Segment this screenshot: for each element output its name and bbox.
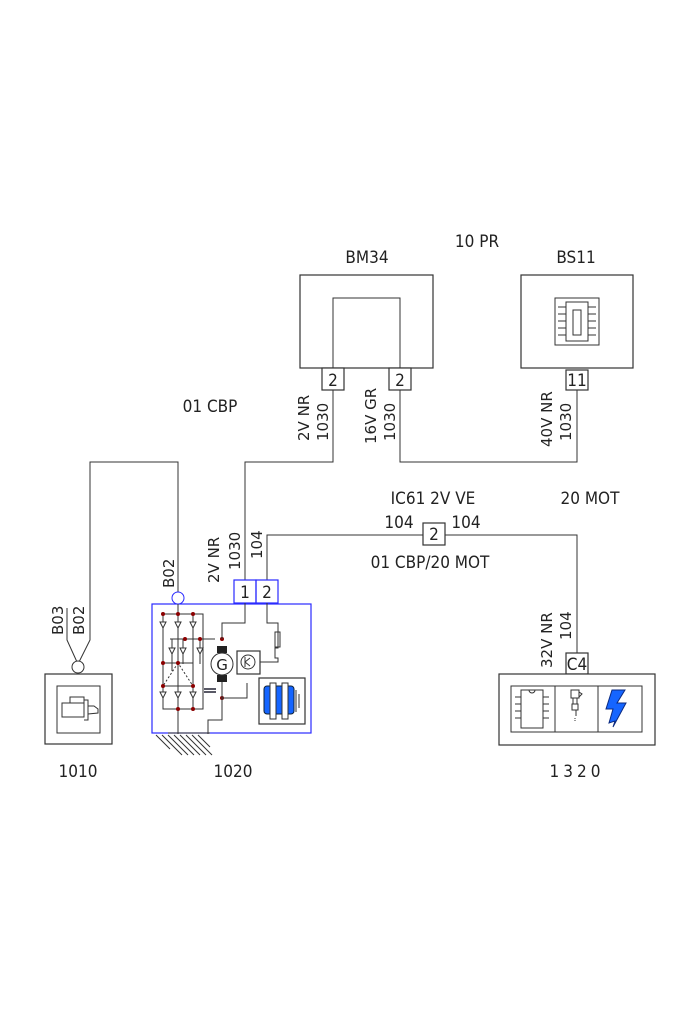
alternator-pin-2-label: 2: [262, 583, 272, 603]
wire-bm34-to-1020: [244, 390, 334, 580]
generator-letter: G: [216, 656, 228, 674]
label-ic61: IC61 2V VE: [391, 489, 476, 509]
wire-104-left-label: 104: [384, 513, 413, 533]
bm34-pin-b: [388, 367, 412, 391]
injector-icon: [570, 689, 583, 722]
wire-label-color: 2V NR: [295, 395, 313, 441]
label-01-cbp-20-mot: 01 CBP/20 MOT: [371, 553, 490, 573]
b02-label: B02: [160, 559, 178, 588]
wire-label-num: 104: [248, 530, 266, 559]
rectifier-bridge-icon: [159, 604, 224, 734]
label-1020: 1020: [214, 762, 253, 782]
alternator-1020: 1 2 G: [151, 579, 312, 756]
label-1320: 1320: [550, 762, 605, 782]
bm34-pin-b-label: 2: [395, 371, 405, 391]
wire-104-left: [266, 534, 423, 580]
b03-label: B03: [49, 606, 67, 635]
label-bs11: BS11: [556, 248, 595, 268]
wire-label-num: 1030: [557, 403, 575, 441]
label-10-pr: 10 PR: [455, 232, 500, 252]
wire-label-color: 2V NR: [205, 537, 223, 583]
wire-b02-starter: [78, 461, 179, 663]
label-20-mot: 20 MOT: [561, 489, 621, 509]
starter-terminal: [71, 660, 85, 674]
wire-104-right-label: 104: [451, 513, 480, 533]
wire-b03-starter: [66, 608, 78, 663]
chip-icon: [515, 689, 549, 729]
wire-104-right: [445, 534, 578, 653]
wires: [66, 390, 578, 663]
starter-motor-icon: [61, 696, 99, 721]
chip-icon: [554, 297, 600, 346]
ground-symbol: [155, 732, 213, 756]
wire-label-num: 1030: [381, 403, 399, 441]
wire-label-num: 104: [557, 611, 575, 640]
starter-1010: [44, 660, 113, 745]
wire-label-num: 1030: [226, 532, 244, 570]
wire-bm34-to-bs11: [399, 390, 578, 463]
alternator-icon: [258, 677, 306, 725]
generator-icon: G: [207, 603, 248, 734]
label-01-cbp: 01 CBP: [183, 397, 238, 417]
bm34-module: 2 2: [299, 274, 434, 391]
alternator-pin-1-label: 1: [240, 583, 250, 603]
b02-terminal: [171, 591, 185, 605]
bm34-pin-a: [321, 367, 345, 391]
bs11-module: 11: [520, 274, 634, 391]
junction-connector: [422, 522, 446, 546]
b02-label: B02: [70, 606, 88, 635]
lightning-icon: [605, 689, 627, 728]
junction-pin-label: 2: [429, 525, 439, 545]
wire-label-num: 1030: [314, 403, 332, 441]
wire-label-color: 32V NR: [538, 612, 556, 668]
wire-label-color: 16V GR: [362, 388, 380, 444]
regulator-icon: [236, 603, 281, 675]
wire-label-color: 40V NR: [538, 391, 556, 447]
bm34-pin-a-label: 2: [328, 371, 338, 391]
bs11-pin-label: 11: [567, 371, 586, 391]
label-1010: 1010: [59, 762, 98, 782]
label-bm34: BM34: [345, 248, 388, 268]
ecu-pin-label: C4: [567, 655, 587, 675]
ecu-1320: C4: [498, 652, 656, 746]
bs11-pin: [565, 369, 589, 391]
